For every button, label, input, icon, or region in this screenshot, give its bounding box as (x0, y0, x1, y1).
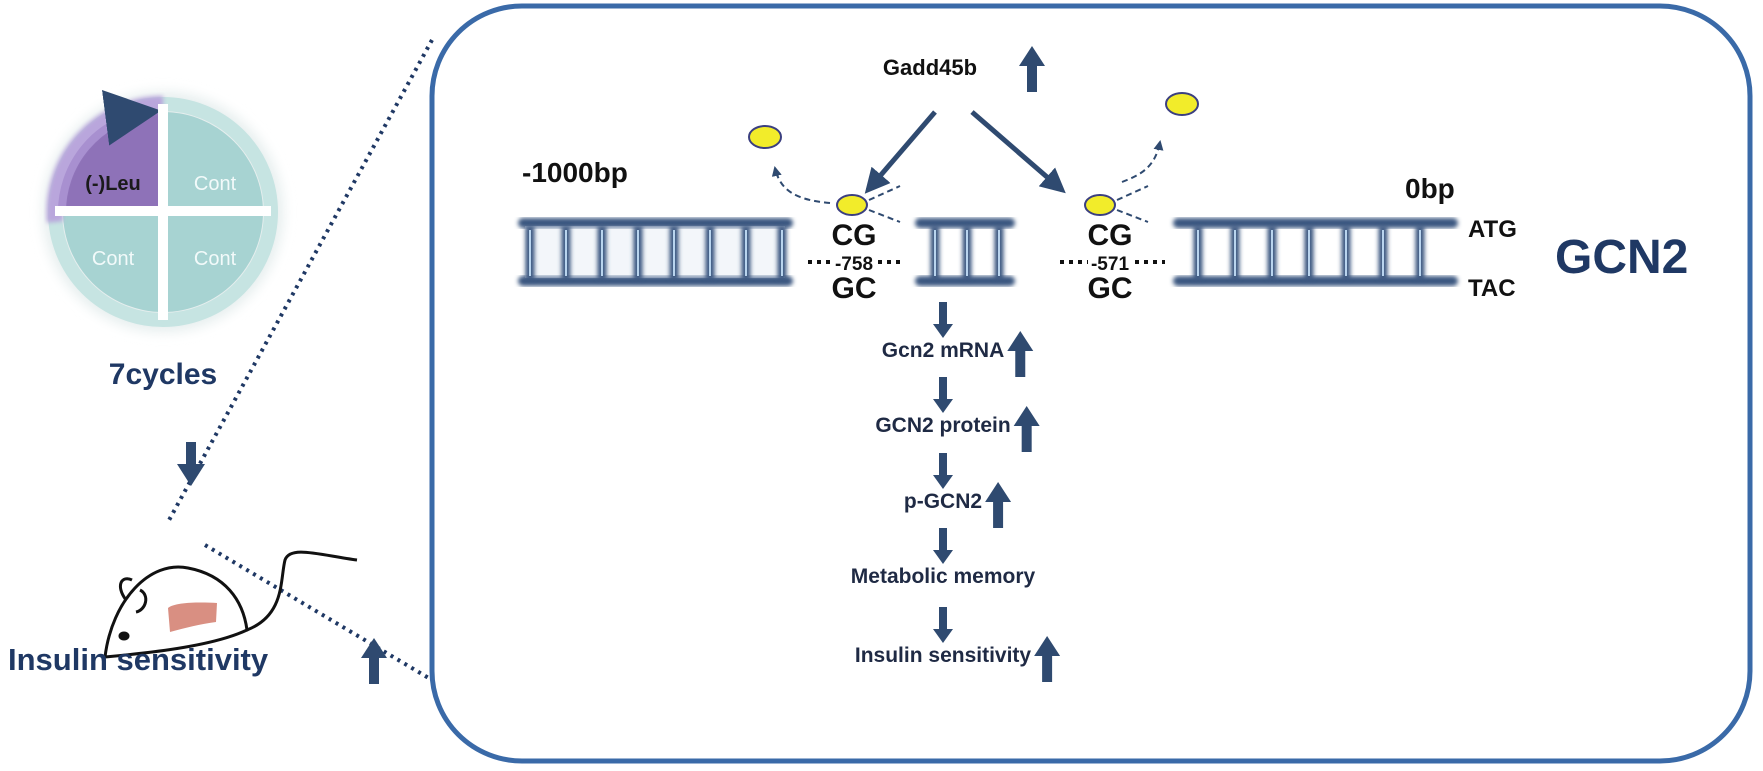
left-outcome-label: Insulin sensitivity (8, 642, 269, 677)
up-arrow-icon (1007, 331, 1034, 377)
cascade-label: GCN2 protein (875, 414, 1010, 437)
site-bottom-bases: GC (832, 272, 877, 305)
cascade-step: Gcn2 mRNA (882, 302, 1034, 377)
promoter-end-label: 0bp (1405, 173, 1455, 204)
quadrant-label-leu: (-)Leu (85, 173, 141, 195)
cycles-label: 7cycles (109, 358, 217, 391)
promoter-start-label: -1000bp (522, 157, 628, 188)
quadrant-cont-1 (163, 112, 263, 212)
detail-panel (429, 3, 1753, 764)
quadrant-label-cont: Cont (92, 248, 135, 270)
down-arrow-icon (177, 442, 205, 486)
gadd45b-label: Gadd45b (883, 55, 977, 80)
released-methyl-icon (1165, 92, 1199, 116)
down-arrow-icon (933, 607, 953, 643)
cascade-step: p-GCN2 (904, 453, 1012, 528)
up-arrow-icon (1034, 636, 1061, 682)
quadrant-label-cont: Cont (194, 173, 237, 195)
start-codon-bottom: TAC (1468, 275, 1516, 302)
cascade-step: GCN2 protein (875, 377, 1040, 452)
site-position: -571 (1091, 254, 1129, 275)
methyl-group-icon (1084, 194, 1116, 216)
up-arrow-icon (985, 482, 1012, 528)
cascade-label: Insulin sensitivity (855, 644, 1032, 667)
up-arrow-icon (1019, 46, 1045, 92)
methyl-group-icon (836, 194, 868, 216)
quadrant-cont-2 (163, 212, 263, 312)
liver-icon (168, 602, 217, 632)
cascade-label: p-GCN2 (904, 490, 982, 513)
cycle-diagram: (-)Leu Cont Cont Cont (43, 90, 283, 332)
site-bottom-bases: GC (1088, 272, 1133, 305)
down-arrow-icon (933, 302, 953, 338)
dna-strand (518, 218, 1458, 286)
cascade-label: Gcn2 mRNA (882, 339, 1005, 362)
quadrant-label-cont: Cont (194, 248, 237, 270)
methylation-site-758: CG GC -758 (748, 125, 905, 305)
gadd45b-arrow-left (864, 110, 937, 194)
cascade-step: Insulin sensitivity (855, 607, 1061, 682)
cascade-step: Metabolic memory (851, 528, 1036, 588)
site-top-bases: CG (832, 219, 877, 252)
up-arrow-icon (361, 638, 387, 684)
gene-name: GCN2 (1555, 231, 1688, 284)
released-methyl-icon (748, 125, 782, 149)
up-arrow-icon (1013, 406, 1040, 452)
down-arrow-icon (933, 453, 953, 489)
methylation-site-571: CG GC -571 (1060, 92, 1199, 305)
quadrant-cont-3 (63, 212, 163, 312)
site-position: -758 (835, 254, 873, 275)
cascade-label: Metabolic memory (851, 565, 1036, 588)
down-arrow-icon (933, 528, 953, 564)
mouse-icon (103, 550, 358, 659)
zoom-line-top (166, 39, 434, 523)
start-codon-top: ATG (1468, 216, 1517, 243)
down-arrow-icon (933, 377, 953, 413)
gadd45b-arrow-right (970, 110, 1066, 194)
site-top-bases: CG (1088, 219, 1133, 252)
